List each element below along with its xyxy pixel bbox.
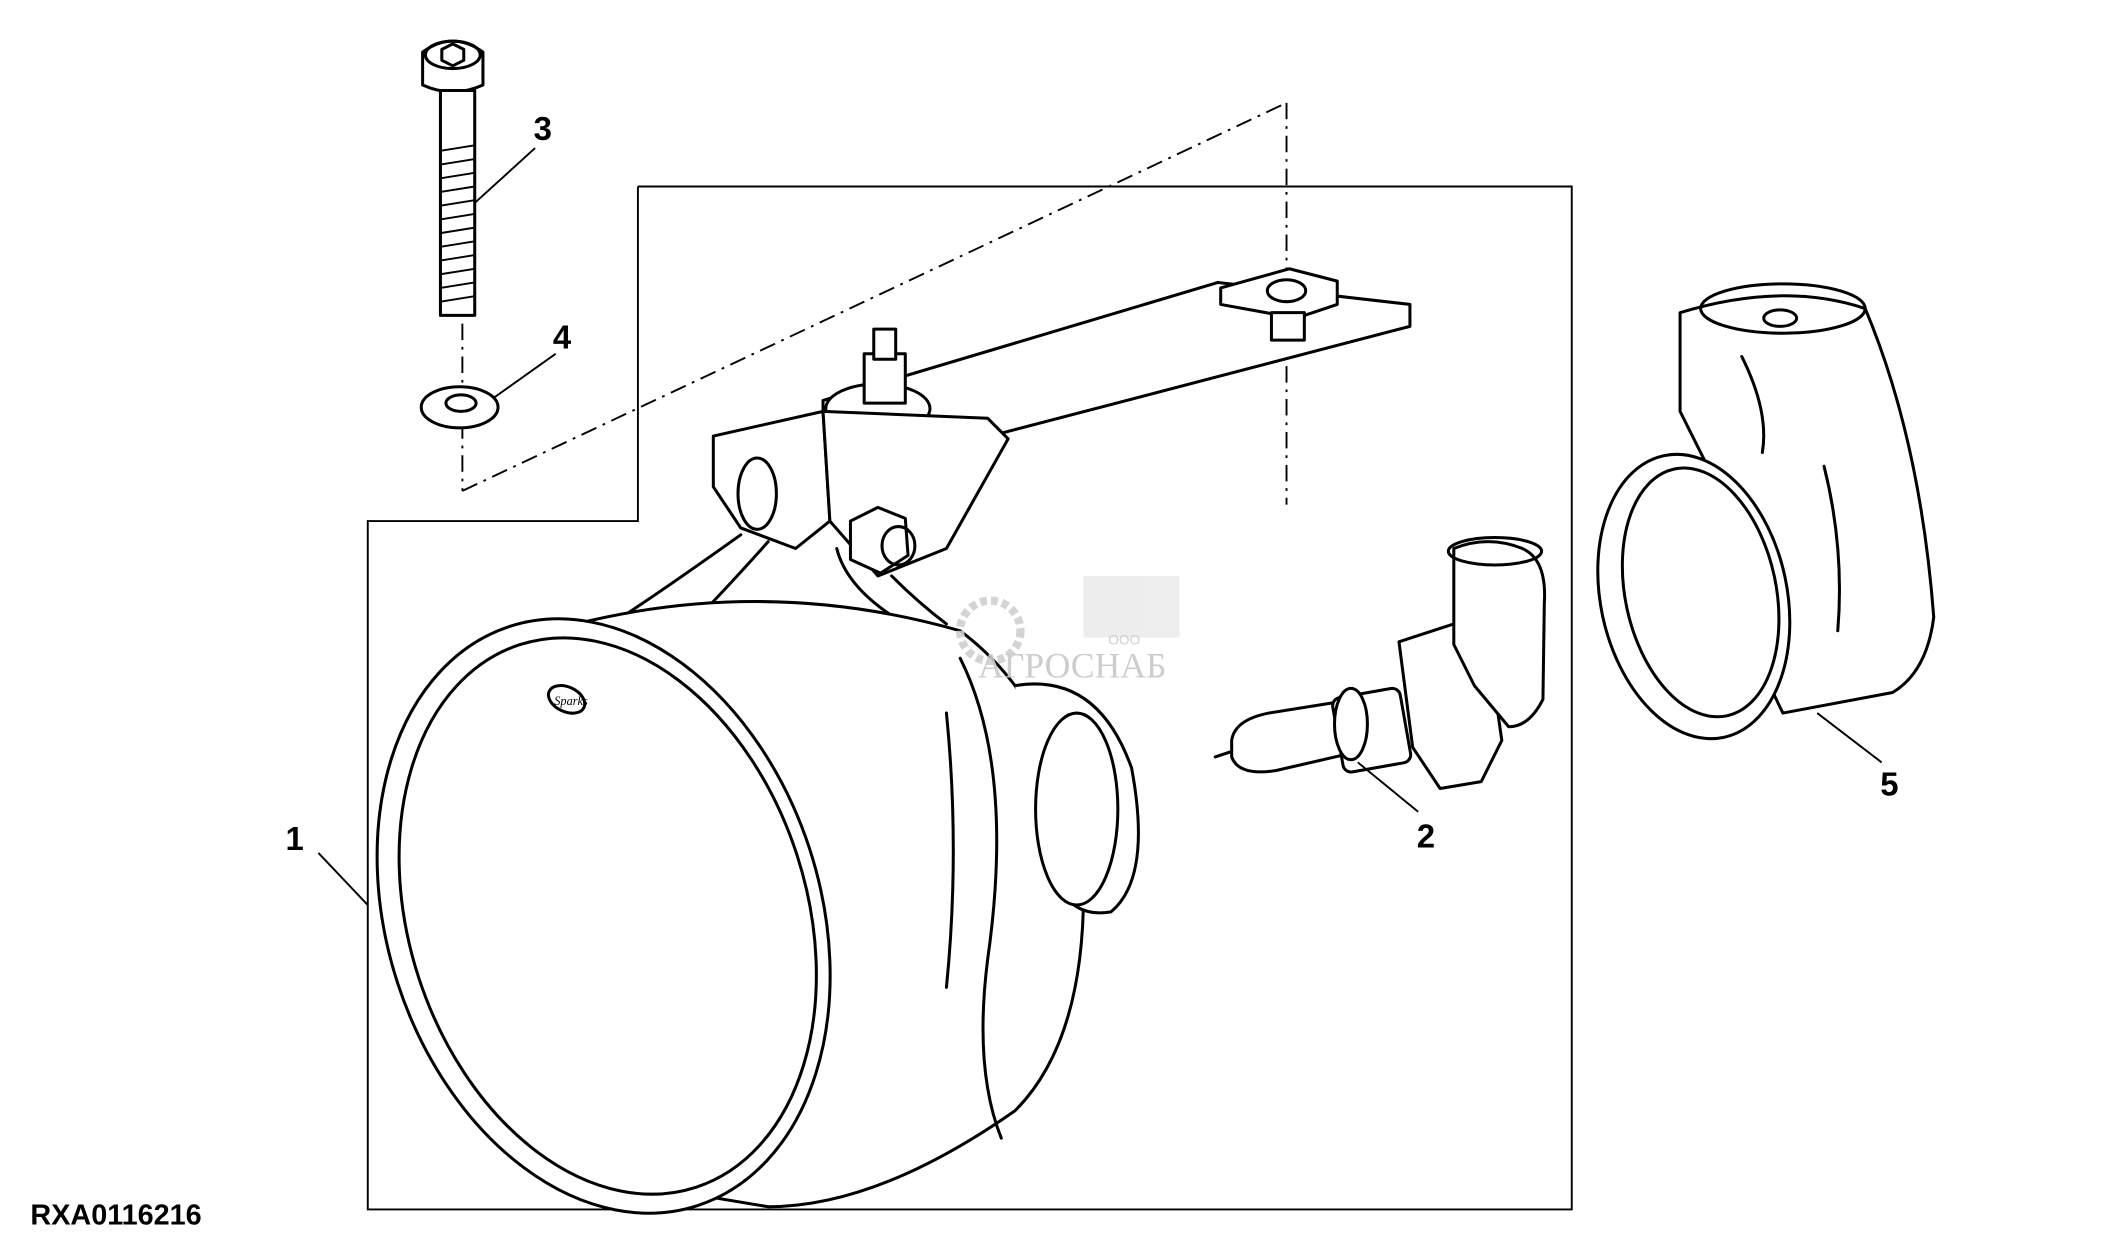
- figure-code: RXA0116216: [30, 1200, 201, 1232]
- callout-3: 3: [534, 110, 552, 147]
- rubber-boot-part-5: [1596, 282, 1936, 741]
- callout-4: 4: [553, 318, 572, 355]
- lamp-logo: Sparks: [554, 694, 588, 708]
- mounting-bracket: [588, 267, 1412, 674]
- watermark-name: АГРОСНАБ: [978, 645, 1167, 685]
- callout-1: 1: [285, 820, 303, 857]
- cap-screw-part-3: [421, 39, 485, 317]
- callouts: 1 2 3 4 5: [285, 110, 1899, 906]
- callout-2: 2: [1417, 817, 1435, 854]
- callout-5: 5: [1880, 765, 1898, 802]
- assembly-frame: [366, 185, 1573, 1211]
- watermark-prefix: ООО: [1108, 632, 1140, 647]
- washer-part-4: [419, 385, 500, 430]
- watermark-logo: ООО АГРОСНАБ: [956, 575, 1180, 685]
- fog-lamp-part-1: Sparks: [375, 600, 1140, 1215]
- halogen-bulb-part-2: [1213, 536, 1547, 790]
